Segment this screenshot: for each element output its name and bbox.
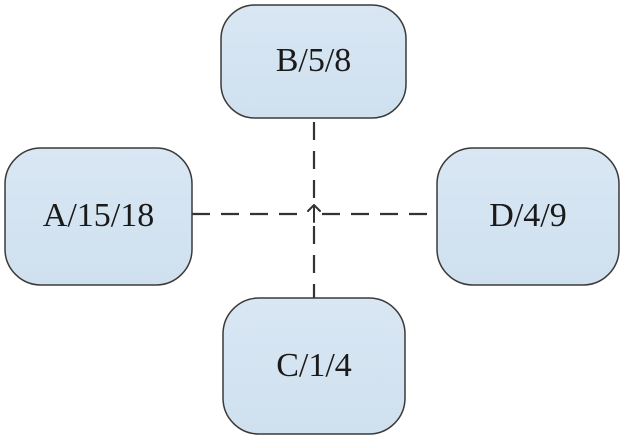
node-c-label: C/1/4 — [276, 347, 352, 384]
node-d-box — [436, 147, 620, 286]
node-b-box — [220, 4, 407, 119]
node-a-label: A/15/18 — [43, 197, 154, 234]
node-b-label: B/5/8 — [276, 42, 352, 79]
node-a-box — [4, 147, 193, 286]
node-a: A/15/18 — [4, 147, 193, 286]
node-d: D/4/9 — [436, 147, 620, 286]
node-d-label: D/4/9 — [489, 197, 566, 234]
node-c-box — [222, 297, 406, 435]
connectors — [192, 122, 437, 298]
up-arrow-icon — [307, 204, 321, 223]
node-b: B/5/8 — [220, 4, 407, 119]
node-c: C/1/4 — [222, 297, 406, 435]
